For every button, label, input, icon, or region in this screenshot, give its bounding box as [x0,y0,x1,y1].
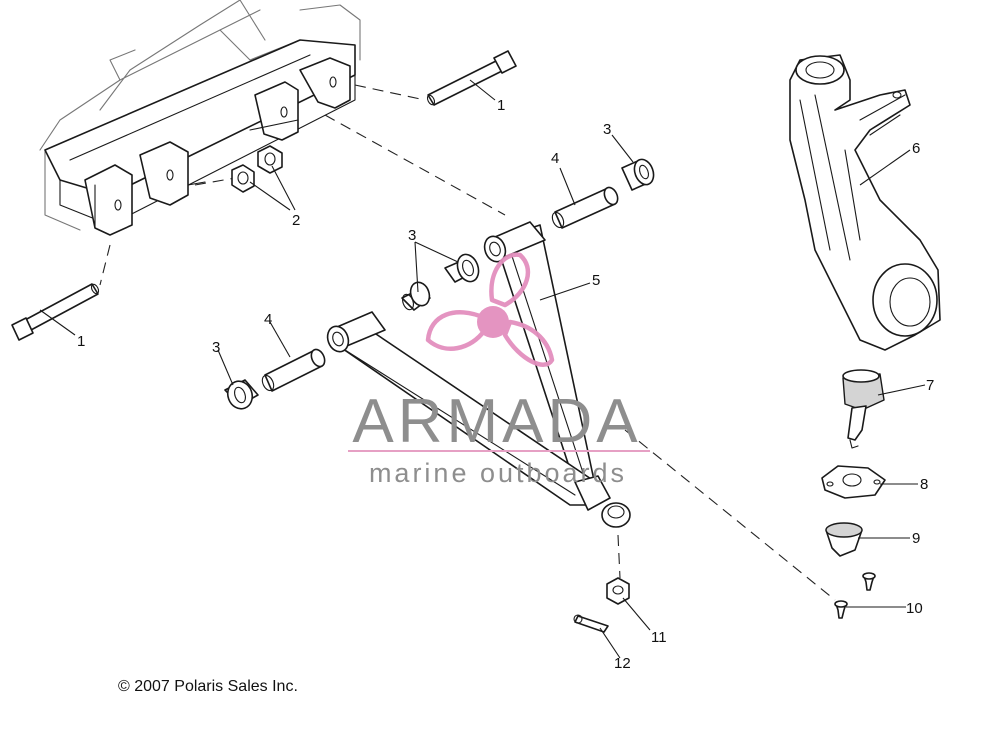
callout-3-middle: 3 [408,227,416,244]
callout-1-lower: 1 [77,333,85,350]
screws [834,572,876,619]
sleeve-lower [261,348,326,392]
dust-boot [825,522,863,557]
callout-labels: 1 1 2 3 3 3 4 4 5 6 7 8 9 10 11 12 [77,97,934,672]
callout-1-upper: 1 [497,97,505,114]
callout-12: 12 [614,655,631,672]
watermark-subtitle: marine outboards [369,458,627,488]
propeller-blade-top [489,252,531,308]
bolt-upper [426,50,517,106]
callout-4-lower: 4 [264,311,272,328]
retainer-plate [821,465,886,499]
callout-10: 10 [906,600,923,617]
sleeve-upper [551,186,619,229]
bushing-middle [401,281,431,311]
callout-3-lower: 3 [212,339,220,356]
assembly-guide-lines [99,84,836,601]
callout-9: 9 [912,530,920,547]
bolt-lower [11,283,100,341]
propeller-logo-icon [425,252,555,367]
callout-8: 8 [920,476,928,493]
copyright-notice: © 2007 Polaris Sales Inc. [118,678,298,695]
cotter-pin [573,614,609,633]
callout-4-upper: 4 [551,150,559,167]
callout-5: 5 [592,272,600,289]
nuts [231,145,283,193]
ball-joint [842,369,885,449]
bushing-upper-rear [621,158,655,191]
bushing-lower [224,379,259,410]
spindle-knuckle [789,54,941,351]
propeller-blade-left [425,310,488,351]
castle-nut [606,577,630,605]
callout-11: 11 [651,629,667,646]
callout-7: 7 [926,377,934,394]
watermark-title: ARMADA [352,387,641,456]
watermark-logo: ARMADA marine outboards [348,252,650,488]
frame-illustration [39,0,361,236]
callout-6: 6 [912,140,920,157]
callout-leaders [39,79,926,659]
bushing-upper-front [444,253,480,283]
propeller-blade-right [502,319,555,367]
propeller-hub [477,306,509,338]
watermark-divider [348,450,650,452]
a-arm [326,221,631,528]
callout-3-upper: 3 [603,121,611,138]
callout-2: 2 [292,212,300,229]
